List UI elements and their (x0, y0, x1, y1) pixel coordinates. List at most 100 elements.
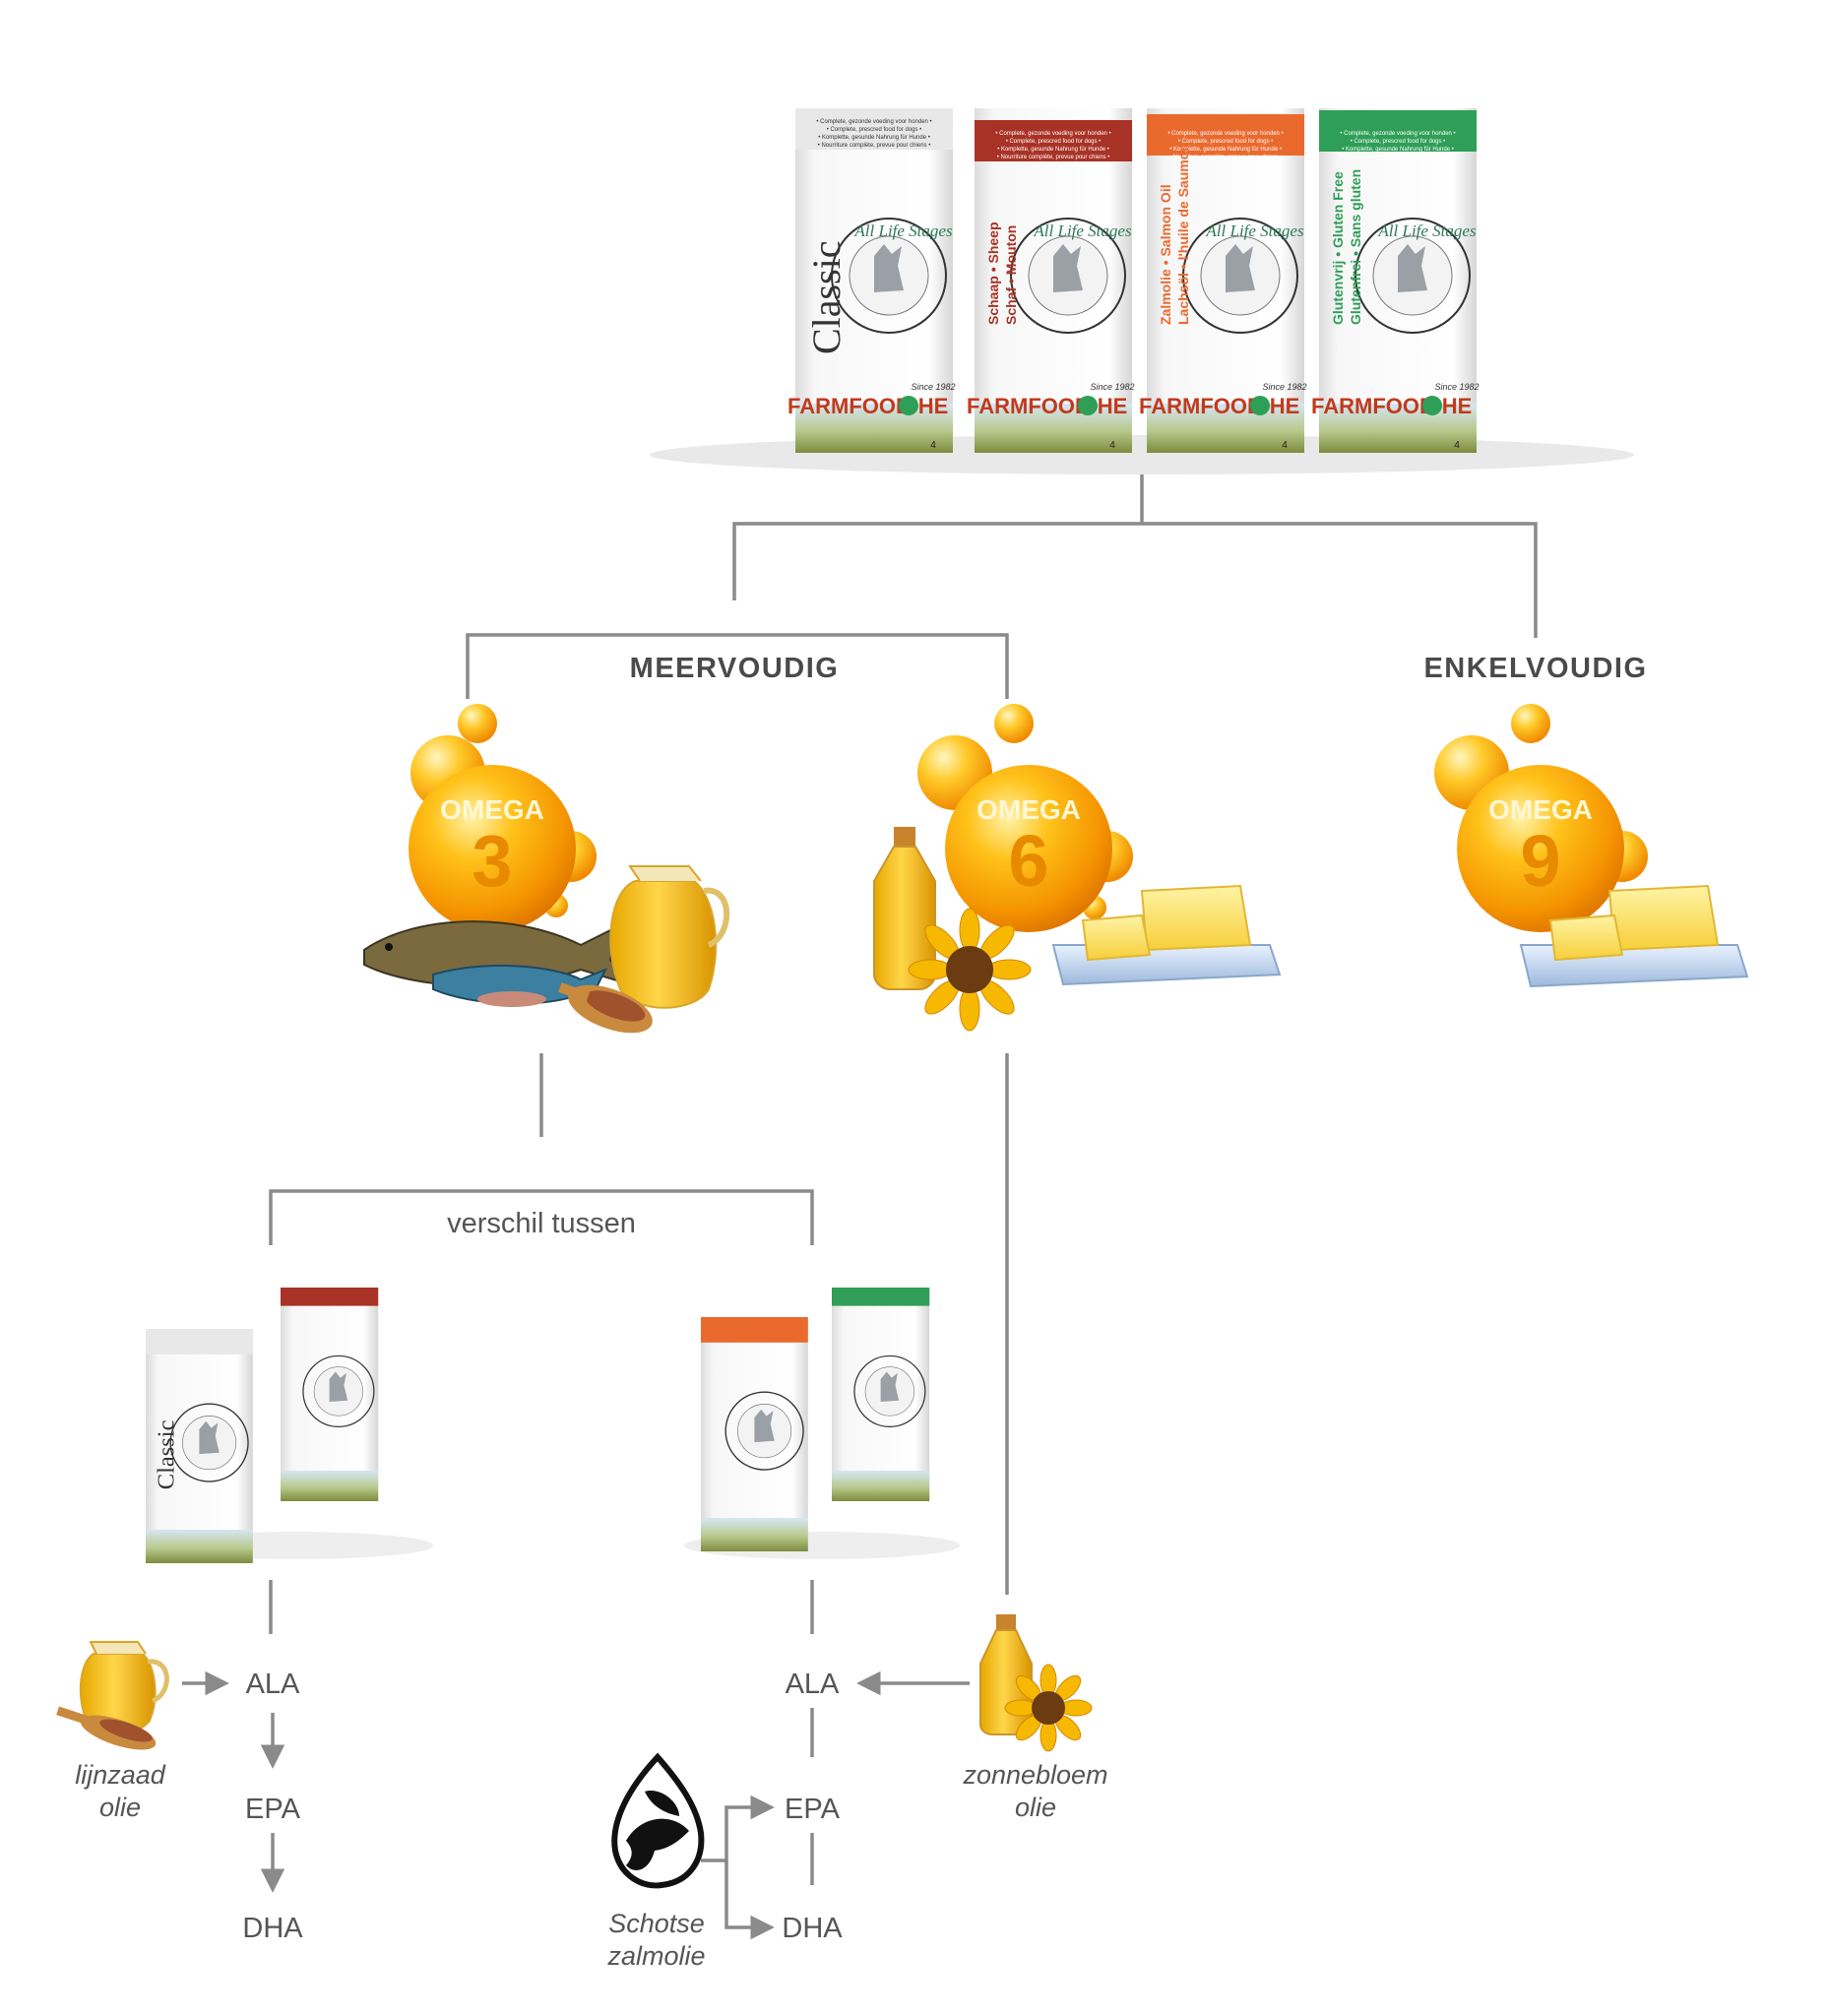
bag-header-line: • Complete, gezonde voeding voor honden … (816, 119, 931, 125)
bag-variant-name: Zalmolie • Salmon Oil (1158, 184, 1173, 325)
droplet (458, 704, 497, 743)
bag-brand-label: FARMFOOD (788, 394, 912, 418)
product-bag-salmon-oil (1146, 107, 1305, 454)
droplet (1511, 704, 1550, 743)
bag-header-line: • Complete, gezonde voeding voor honden … (995, 131, 1110, 137)
bag-brand-suffix: HE (1270, 394, 1300, 418)
product-pair-right (684, 1287, 960, 1559)
bag-3-labels: • Complete, gezonde voeding voor honden … (1311, 131, 1479, 451)
bag-header-line: • Complete, prescred food for dogs • (1351, 139, 1446, 145)
bag-header-line: • Komplette, gesunde Nahrung für Hunde • (1342, 147, 1454, 153)
droplet (994, 704, 1034, 743)
bag-variant-name-alt: Glutenfrei • Sans gluten (1348, 169, 1363, 325)
bag-0-labels: • Complete, gezonde voeding voor honden … (788, 119, 955, 451)
bag-variant-name-alt: Lachsöl • l'huile de Saumon (1175, 143, 1191, 325)
bag-stage-label: All Life Stages (1377, 221, 1477, 240)
clover-icon (1250, 396, 1270, 415)
left-step-ala: ALA (246, 1669, 300, 1700)
bag-weight-label: 4 (1282, 440, 1288, 451)
group-single-label: ENKELVOUDIG (1423, 653, 1647, 684)
bag-stage-label: All Life Stages (853, 221, 953, 240)
bag-variant-name: Glutenvrij • Gluten Free (1330, 171, 1346, 325)
omega-6-word: OMEGA (976, 794, 1081, 825)
bag-variant-name-alt: Schaf • Mouton (1003, 225, 1019, 325)
clover-icon (1078, 396, 1098, 415)
left-step-epa: EPA (245, 1794, 301, 1825)
connector-lines (269, 471, 1538, 1885)
bag-stage-label: All Life Stages (1033, 221, 1132, 240)
bag-brand-label: FARMFOOD (1139, 394, 1263, 418)
left-step-dha: DHA (242, 1913, 303, 1944)
fish-and-oil-icon (363, 865, 730, 1034)
bag-brand-suffix: HE (1098, 394, 1128, 418)
right-top-source-line1: zonnebloem (962, 1760, 1107, 1790)
bag-header-line: • Komplette, gesunde Nahrung für Hunde • (997, 147, 1109, 153)
bag-header-line: • Nourriture complète, prevue pour chien… (818, 143, 931, 149)
bag-1-labels: • Complete, gezonde voeding voor honden … (967, 131, 1134, 451)
right-step-dha: DHA (782, 1913, 843, 1944)
bag-since-label: Since 1982 (1090, 382, 1134, 392)
omega-3-sphere (409, 765, 576, 932)
bag-header-line: • Complete, prescred food for dogs • (827, 127, 922, 133)
bag-header-line: • Komplette, gesunde Nahrung für Hunde • (818, 135, 930, 141)
left-fatty-acid-chain: ALA EPA DHA lijnzaad olie (56, 1641, 303, 1944)
clover-icon (1422, 396, 1442, 415)
bag-brand-label: FARMFOOD (967, 394, 1091, 418)
bag-since-label: Since 1982 (1434, 382, 1479, 392)
omega-9-sphere (1457, 765, 1624, 932)
bag-classic-name: Classic (804, 240, 849, 354)
right-step-ala: ALA (786, 1669, 840, 1700)
bag-brand-suffix: HE (918, 394, 949, 418)
linseed-oil-icon (56, 1641, 169, 1750)
bag-stage-label: All Life Stages (1205, 221, 1304, 240)
butter-icon (1519, 884, 1749, 988)
bag-header-line: • Nourriture complète, prevue pour chien… (1169, 155, 1283, 160)
bag-header-line: • Komplette, gesunde Nahrung für Hunde • (1169, 147, 1282, 153)
bag-2-labels: • Complete, gezonde voeding voor honden … (1139, 131, 1306, 451)
product-pair-left: Classic (145, 1287, 433, 1564)
sunflower-oil-icon (979, 1614, 1093, 1752)
bag-variant-name: Schaap • Sheep (985, 222, 1001, 326)
bag-weight-label: 4 (1109, 440, 1115, 451)
right-step-epa: EPA (785, 1794, 841, 1825)
product-bag-gluten-free (1318, 107, 1478, 454)
bag-since-label: Since 1982 (1262, 382, 1306, 392)
bag-weight-label: 4 (930, 440, 936, 451)
bag-brand-label: FARMFOOD (1311, 394, 1435, 418)
bag-weight-label: 4 (1454, 440, 1460, 451)
right-bottom-source-line2: zalmolie (606, 1941, 705, 1971)
product-lineup: Classic • Complete, gezonde voeding voor… (650, 107, 1634, 474)
bag-header-line: • Nourriture complète, prevue pour chien… (1342, 155, 1455, 160)
bag-since-label: Since 1982 (911, 382, 955, 392)
left-source-line2: olie (99, 1793, 141, 1822)
branch-label: verschil tussen (447, 1208, 636, 1239)
right-top-source-line2: olie (1015, 1793, 1056, 1822)
omega-3-word: OMEGA (440, 794, 544, 825)
omega-9-word: OMEGA (1488, 794, 1593, 825)
bag-brand-suffix: HE (1442, 394, 1473, 418)
group-multiple-label: MEERVOUDIG (630, 653, 840, 684)
small-bag-classic-name: Classic (154, 1419, 180, 1489)
omega-6-sphere (945, 765, 1112, 932)
left-source-line1: lijnzaad (75, 1760, 166, 1790)
omega-9-number: 9 (1520, 820, 1560, 902)
salmon-drop-icon (611, 1752, 705, 1889)
omega-3-number: 3 (472, 820, 512, 902)
bag-header-line: • Complete, gezonde voeding voor honden … (1340, 131, 1455, 137)
right-bottom-source-line1: Schotse (608, 1909, 705, 1938)
bag-header-line: • Nourriture complète, prevue pour chien… (997, 155, 1110, 160)
bag-header-line: • Complete, prescred food for dogs • (1006, 139, 1102, 145)
omega-6-number: 6 (1008, 820, 1048, 902)
product-bag-sheep (974, 107, 1133, 454)
right-fatty-acid-chain: ALA EPA DHA zonnebloem olie (606, 1614, 1108, 1971)
oil-sunflower-butter-icon (873, 827, 1282, 1032)
bag-header-line: • Complete, gezonde voeding voor honden … (1167, 131, 1283, 137)
bag-header-line: • Complete, prescred food for dogs • (1178, 139, 1274, 145)
product-bag-classic: Classic (794, 107, 954, 454)
clover-icon (899, 396, 918, 415)
